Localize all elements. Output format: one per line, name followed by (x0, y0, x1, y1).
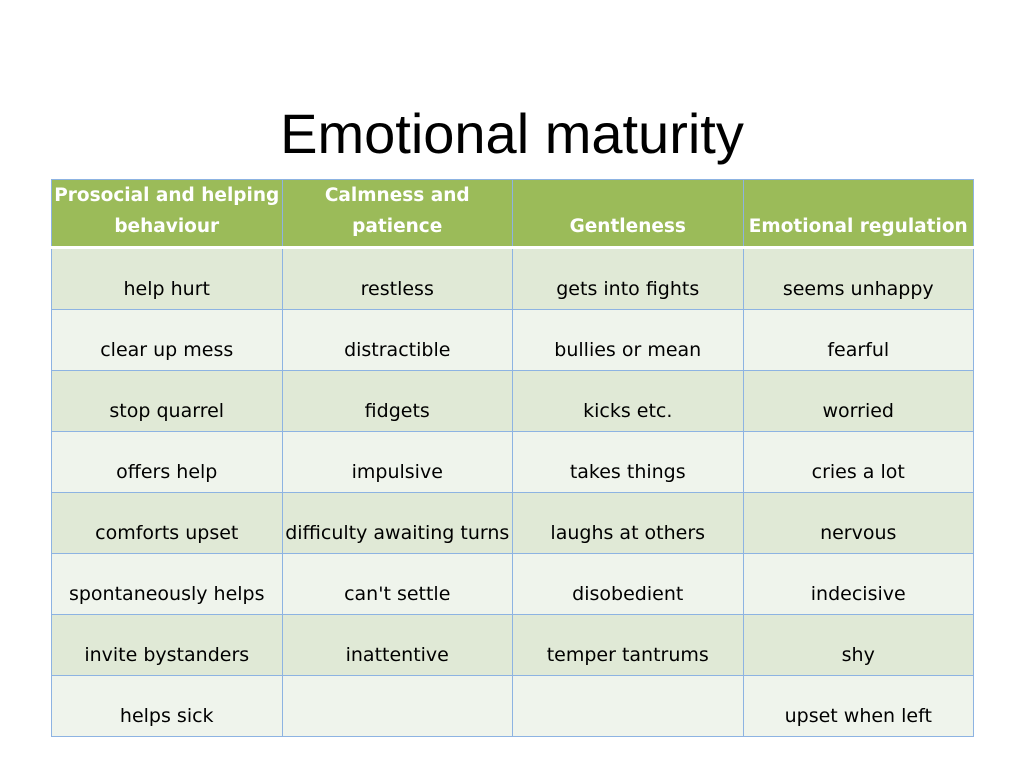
table-cell: difficulty awaiting turns (281, 492, 513, 554)
traits-table: Prosocial and helping behaviour Calmness… (51, 179, 974, 737)
table-cell: kicks etc. (512, 370, 744, 432)
table-cell: offers help (51, 431, 283, 493)
header-prosocial: Prosocial and helping behaviour (51, 179, 283, 249)
table-cell: stop quarrel (51, 370, 283, 432)
table-cell: cries a lot (742, 431, 974, 493)
table-cell: clear up mess (51, 309, 283, 371)
table-cell: can't settle (281, 553, 513, 615)
header-calmness: Calmness and patience (281, 179, 513, 249)
table-row: comforts upset difficulty awaiting turns… (51, 492, 974, 554)
table-row: invite bystanders inattentive temper tan… (51, 614, 974, 676)
table-cell: gets into fights (512, 247, 744, 310)
table-cell (512, 675, 744, 737)
table-cell: fidgets (281, 370, 513, 432)
table-cell: fearful (742, 309, 974, 371)
table-cell: upset when left (742, 675, 974, 737)
table-row: spontaneously helps can't settle disobed… (51, 553, 974, 615)
table-cell: spontaneously helps (51, 553, 283, 615)
slide-title: Emotional maturity (280, 102, 744, 165)
table-cell: takes things (512, 431, 744, 493)
header-gentleness: Gentleness (512, 179, 744, 249)
table-cell: comforts upset (51, 492, 283, 554)
table-row: offers help impulsive takes things cries… (51, 431, 974, 493)
table-row: stop quarrel fidgets kicks etc. worried (51, 370, 974, 432)
table-cell: nervous (742, 492, 974, 554)
table-row: help hurt restless gets into fights seem… (51, 247, 974, 310)
header-emotional-regulation: Emotional regulation (742, 179, 974, 249)
table-cell: inattentive (281, 614, 513, 676)
table-cell: temper tantrums (512, 614, 744, 676)
table-cell: restless (281, 247, 513, 310)
table-cell: impulsive (281, 431, 513, 493)
table-cell: shy (742, 614, 974, 676)
table-row: clear up mess distractible bullies or me… (51, 309, 974, 371)
table-cell: invite bystanders (51, 614, 283, 676)
table-cell: helps sick (51, 675, 283, 737)
table-cell: worried (742, 370, 974, 432)
table-cell: bullies or mean (512, 309, 744, 371)
table-cell: distractible (281, 309, 513, 371)
table-cell: disobedient (512, 553, 744, 615)
table-row: helps sick upset when left (51, 675, 974, 737)
table-header-row: Prosocial and helping behaviour Calmness… (51, 179, 974, 249)
table-cell: indecisive (742, 553, 974, 615)
table-cell: seems unhappy (742, 247, 974, 310)
table-cell (281, 675, 513, 737)
table-cell: help hurt (51, 247, 283, 310)
table-cell: laughs at others (512, 492, 744, 554)
